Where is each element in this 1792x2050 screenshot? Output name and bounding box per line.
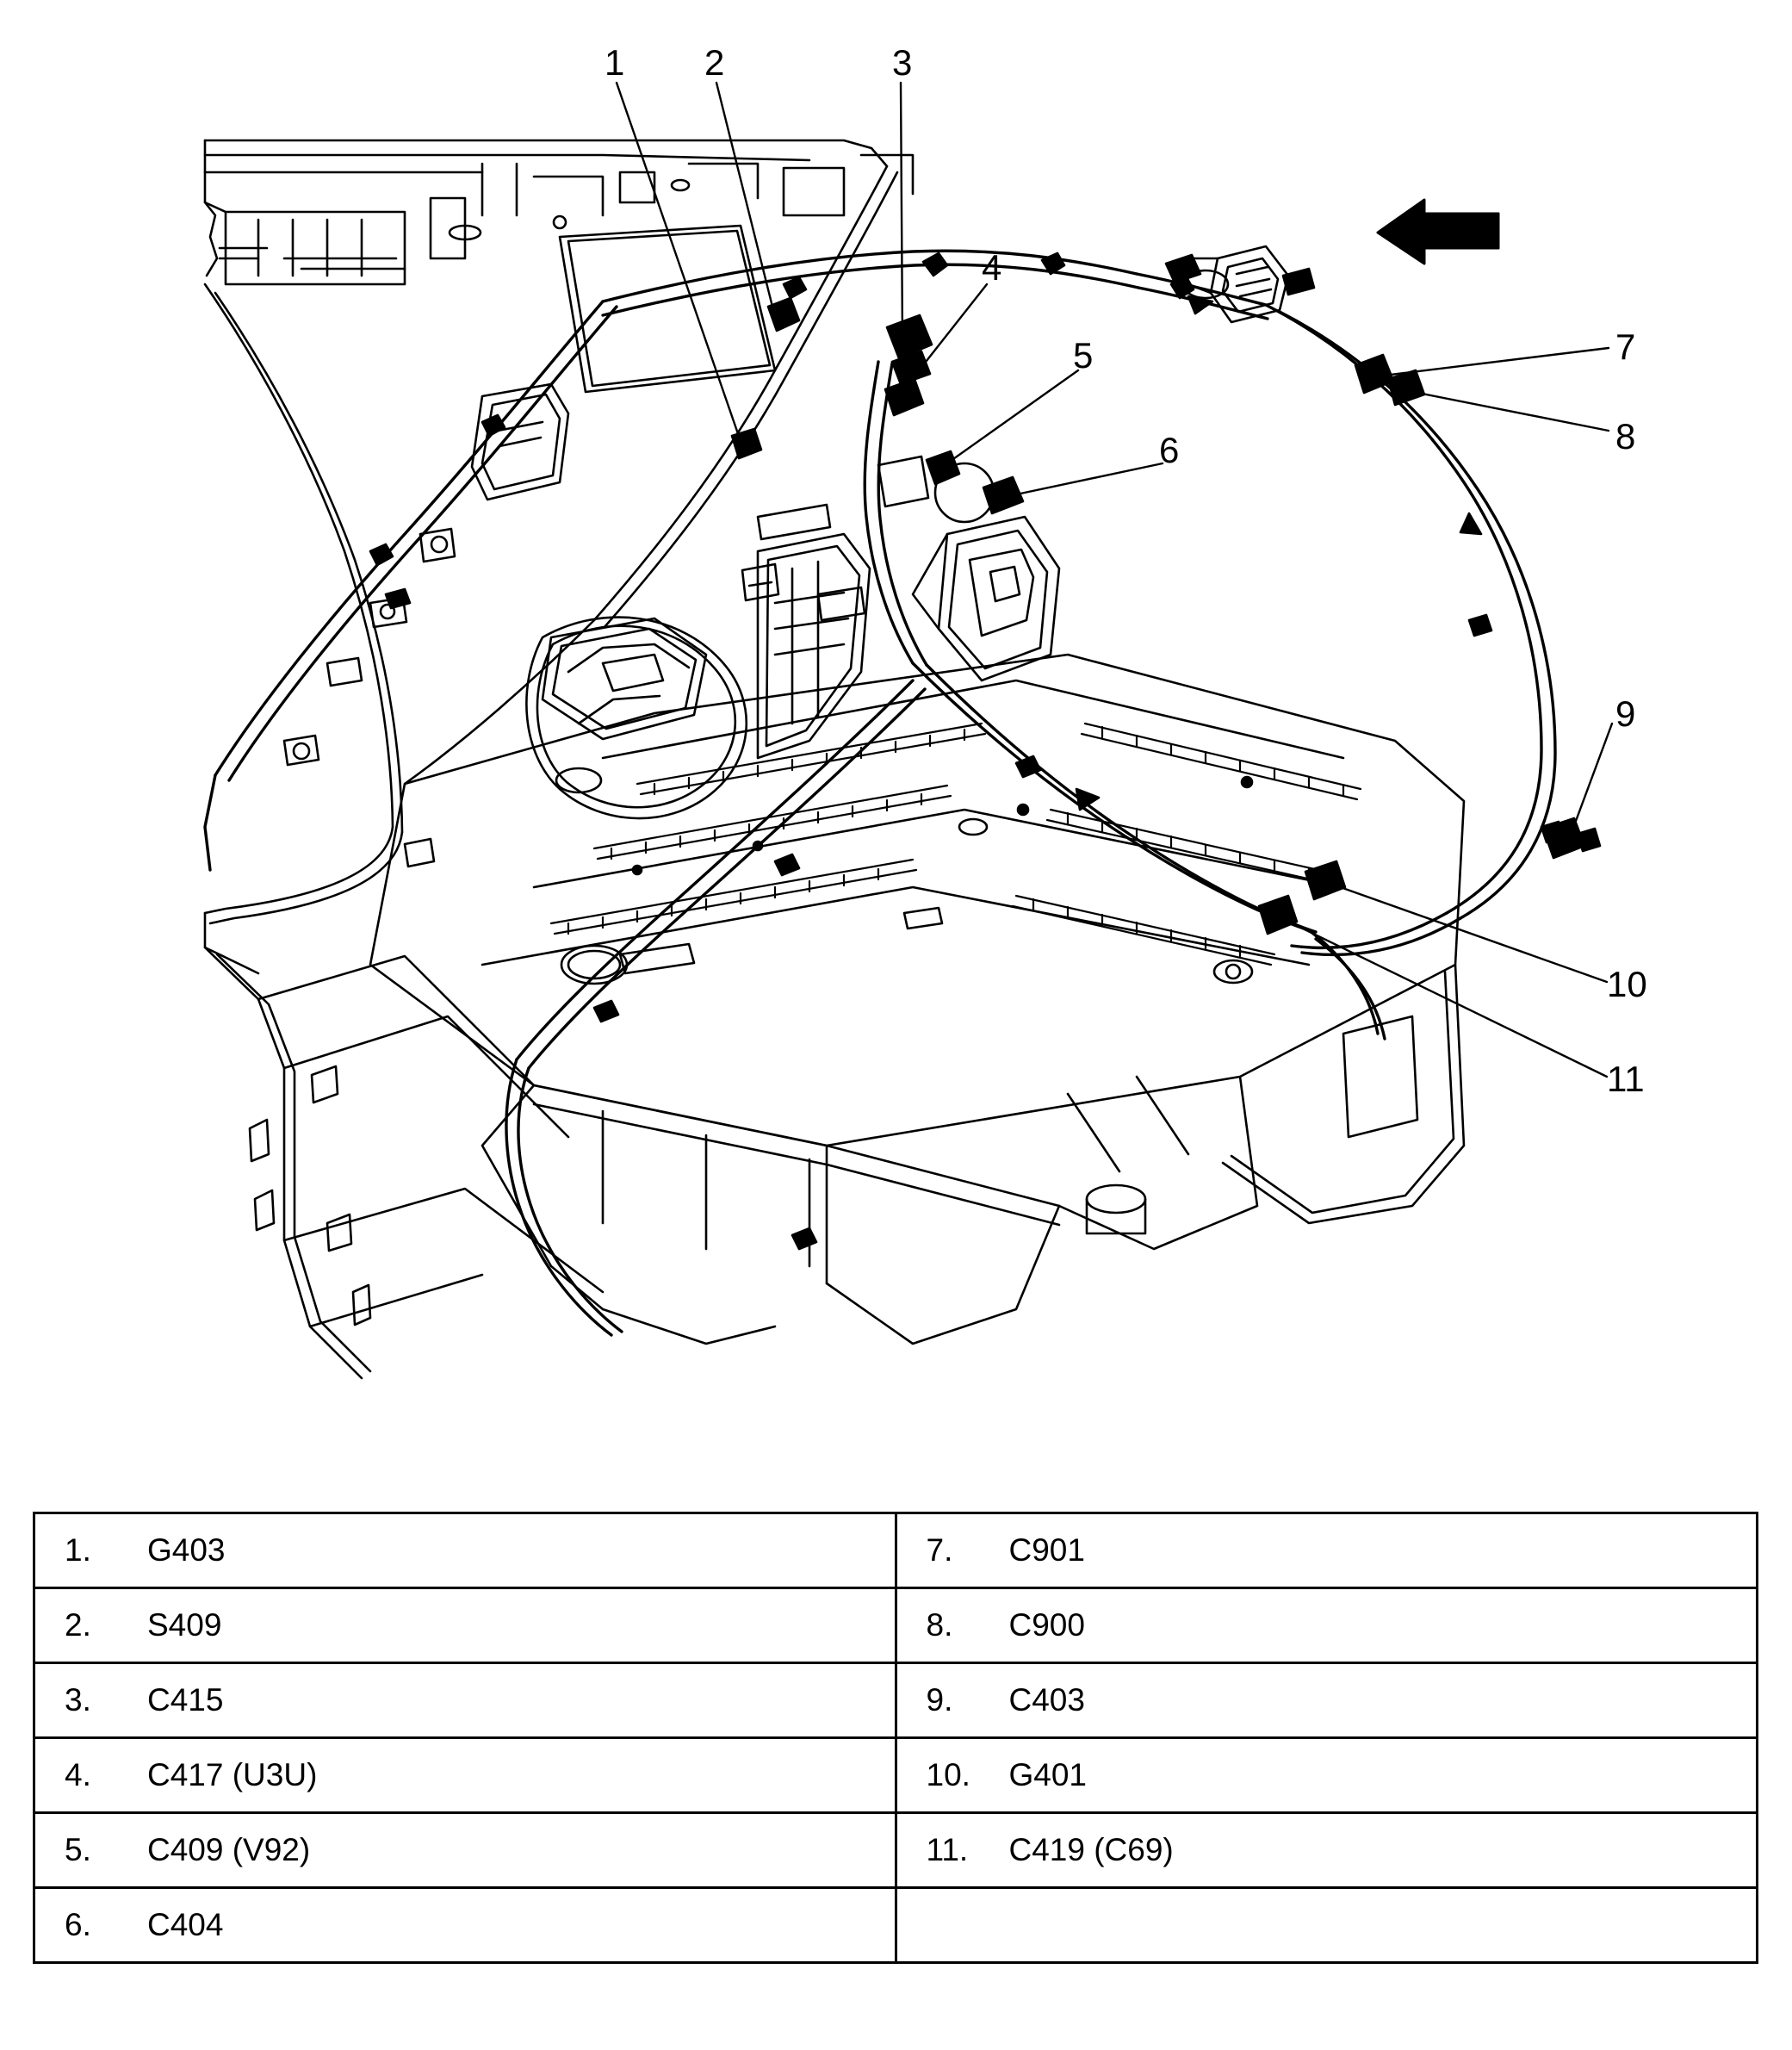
rear-lower-body bbox=[825, 963, 1466, 1345]
legend-text: C900 bbox=[1008, 1607, 1085, 1643]
legend-text: C404 bbox=[147, 1907, 224, 1942]
legend-cell-left: 4. C417 (U3U) bbox=[33, 1736, 897, 1814]
forward-direction-arrow bbox=[1376, 198, 1500, 265]
legend-text: S409 bbox=[147, 1607, 222, 1643]
legend-number: 9. bbox=[926, 1682, 953, 1718]
callout-leader-lines bbox=[615, 81, 1614, 1078]
legend-number: 4. bbox=[65, 1757, 91, 1792]
legend-number: 7. bbox=[926, 1532, 953, 1568]
table-row: 6. C404 bbox=[33, 1886, 1758, 1964]
legend-cell-right: 10. G401 bbox=[894, 1736, 1758, 1814]
legend-cell-left: 6. C404 bbox=[33, 1886, 897, 1964]
legend-number: 2. bbox=[65, 1607, 91, 1643]
connector-bodies bbox=[730, 296, 1602, 935]
table-row: 5. C409 (V92) 11. C419 (C69) bbox=[33, 1811, 1758, 1889]
callout-label-7: 7 bbox=[1615, 326, 1636, 367]
table-row: 2. S409 8. C900 bbox=[33, 1587, 1758, 1664]
wiring-harness bbox=[203, 249, 1557, 1337]
floor-pan-openings bbox=[555, 767, 1254, 985]
legend-text: G403 bbox=[147, 1532, 226, 1568]
component-legend-table: 1. G403 7. C901 2. S409 8. bbox=[33, 1512, 1758, 1964]
legend-number: 1. bbox=[65, 1532, 91, 1568]
callout-label-1: 1 bbox=[605, 42, 625, 83]
legend-cell-right: 8. C900 bbox=[894, 1587, 1758, 1664]
table-row: 3. C415 9. C403 bbox=[33, 1662, 1758, 1739]
rear-seatback-panel bbox=[203, 139, 915, 286]
seat-mount-brackets bbox=[911, 515, 1061, 682]
callout-label-4: 4 bbox=[982, 247, 1002, 288]
legend-number: 10. bbox=[926, 1757, 970, 1792]
callout-label-10: 10 bbox=[1607, 964, 1647, 1004]
legend-text: G401 bbox=[1008, 1757, 1088, 1792]
callout-label-11: 11 bbox=[1607, 1059, 1645, 1099]
legend-number: 5. bbox=[65, 1832, 91, 1867]
vehicle-body-line-art bbox=[203, 81, 1614, 1380]
legend-text: C415 bbox=[147, 1682, 224, 1718]
legend-number: 6. bbox=[65, 1907, 91, 1942]
quarter-panel-outline bbox=[203, 283, 404, 975]
legend-cell-right: 9. C403 bbox=[894, 1662, 1758, 1739]
legend-cell-right: 7. C901 bbox=[894, 1512, 1758, 1589]
legend-cell-left: 2. S409 bbox=[33, 1587, 897, 1664]
callout-label-3: 3 bbox=[892, 42, 913, 83]
legend-text: C403 bbox=[1008, 1682, 1085, 1718]
rocker-sill-left bbox=[203, 946, 605, 1380]
legend-number: 8. bbox=[926, 1607, 953, 1643]
callout-label-9: 9 bbox=[1615, 693, 1636, 734]
legend-number: 11. bbox=[926, 1832, 969, 1867]
legend-cell-left: 5. C409 (V92) bbox=[33, 1811, 897, 1889]
callout-label-8: 8 bbox=[1615, 416, 1636, 457]
harness-direction-ticks bbox=[1075, 295, 1483, 811]
callout-label-2: 2 bbox=[704, 42, 725, 83]
backlight-opening bbox=[558, 224, 777, 394]
legend-cell-left: 1. G403 bbox=[33, 1512, 897, 1589]
legend-cell-left: 3. C415 bbox=[33, 1662, 897, 1739]
wiring-routing-diagram: 1 2 3 4 5 6 7 8 9 10 11 bbox=[203, 42, 1647, 1380]
panel-details bbox=[282, 455, 930, 868]
floor-depression bbox=[541, 617, 708, 741]
rear-connector-cluster bbox=[1164, 245, 1316, 324]
callout-label-6: 6 bbox=[1159, 430, 1180, 470]
legend-cell-right-empty bbox=[894, 1886, 1758, 1964]
legend-text: C417 (U3U) bbox=[147, 1757, 318, 1792]
rear-floor-pan bbox=[369, 653, 1466, 1147]
floor-pan-ribs bbox=[549, 722, 1362, 966]
legend-cell-right: 11. C419 (C69) bbox=[894, 1811, 1758, 1889]
table-row: 4. C417 (U3U) 10. G401 bbox=[33, 1736, 1758, 1814]
legend-text: C409 (V92) bbox=[147, 1832, 311, 1867]
callout-label-5: 5 bbox=[1073, 335, 1094, 376]
table-row: 1. G403 7. C901 bbox=[33, 1512, 1758, 1589]
legend-text: C901 bbox=[1008, 1532, 1085, 1568]
rear-crossmember bbox=[481, 1084, 1061, 1345]
legend-text: C419 (C69) bbox=[1008, 1832, 1174, 1867]
legend-number: 3. bbox=[65, 1682, 91, 1718]
